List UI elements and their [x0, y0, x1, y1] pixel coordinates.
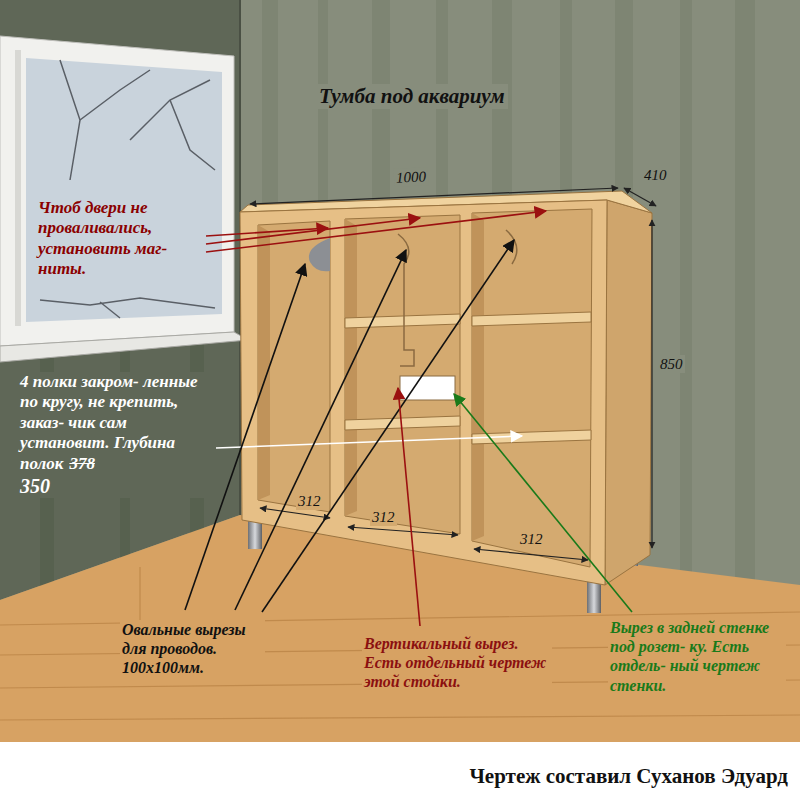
compartment [472, 209, 592, 567]
window-sill [0, 332, 248, 362]
dimension-line [250, 188, 618, 204]
cabinet-front [240, 200, 607, 585]
leader-arrow [398, 388, 420, 626]
cabinet-side [605, 200, 652, 585]
dimension: 1000 [394, 167, 429, 186]
note: Чтоб двери не проваливались, установить … [36, 198, 201, 280]
caption: Чертеж составил Суханов Эдуард [469, 764, 788, 789]
dimension: 312 [370, 508, 397, 526]
oval-cutout [309, 238, 330, 271]
shelf [472, 312, 591, 326]
dimension-line [474, 549, 588, 560]
dimension: 410 [642, 166, 669, 184]
inner-side [258, 225, 270, 500]
dimension-line [624, 188, 656, 206]
leader-arrow [216, 436, 522, 448]
dimension: 350 [20, 474, 208, 498]
leader-arrow [262, 240, 514, 612]
branch [130, 80, 210, 140]
plank-joint [139, 567, 140, 620]
shelf [345, 314, 460, 328]
caption-band [0, 742, 800, 800]
dimension-line [348, 527, 458, 535]
window-glass [26, 58, 222, 322]
compartment [345, 215, 460, 534]
leader-arrow [235, 250, 406, 610]
note: Вырез в задней стенке под розет- ку. Ест… [608, 618, 786, 695]
oval-cutout [506, 230, 517, 264]
dimension: 312 [518, 530, 545, 548]
leader-arrow [454, 394, 632, 612]
branch [60, 60, 80, 180]
dimension: 850 [658, 355, 685, 373]
note: Вертикальный вырез. Есть отдельный черте… [362, 634, 552, 692]
branch [40, 298, 215, 308]
cabinet-leg [587, 580, 601, 613]
side-wall [0, 0, 240, 600]
tree-branches [40, 60, 215, 318]
shelf-note: 4 полки закром- ленные по кругу, не креп… [18, 372, 210, 498]
leader-arrow [206, 218, 420, 244]
dimension: 312 [296, 492, 323, 510]
note: Овальные вырезы для проводов. 100х100мм. [120, 620, 265, 678]
shelf [345, 416, 460, 430]
window-mullion [15, 50, 21, 326]
vertical-cutout [398, 234, 414, 366]
plank-line [0, 715, 800, 720]
dimension-line [651, 220, 652, 548]
inner-side [472, 213, 484, 541]
note: 4 полки закром- ленные по кругу, не креп… [20, 372, 197, 473]
wall-stripe [735, 0, 755, 600]
floor [0, 515, 800, 742]
floor-planks [0, 567, 800, 720]
branch [100, 302, 120, 318]
branch [170, 100, 215, 170]
branch [80, 70, 150, 120]
leader-arrow [206, 211, 546, 252]
window-frame [0, 36, 234, 346]
title: Тумба под аквариум [316, 84, 508, 109]
wall-stripe [680, 0, 692, 600]
struck-dimension: 378 [69, 454, 95, 473]
